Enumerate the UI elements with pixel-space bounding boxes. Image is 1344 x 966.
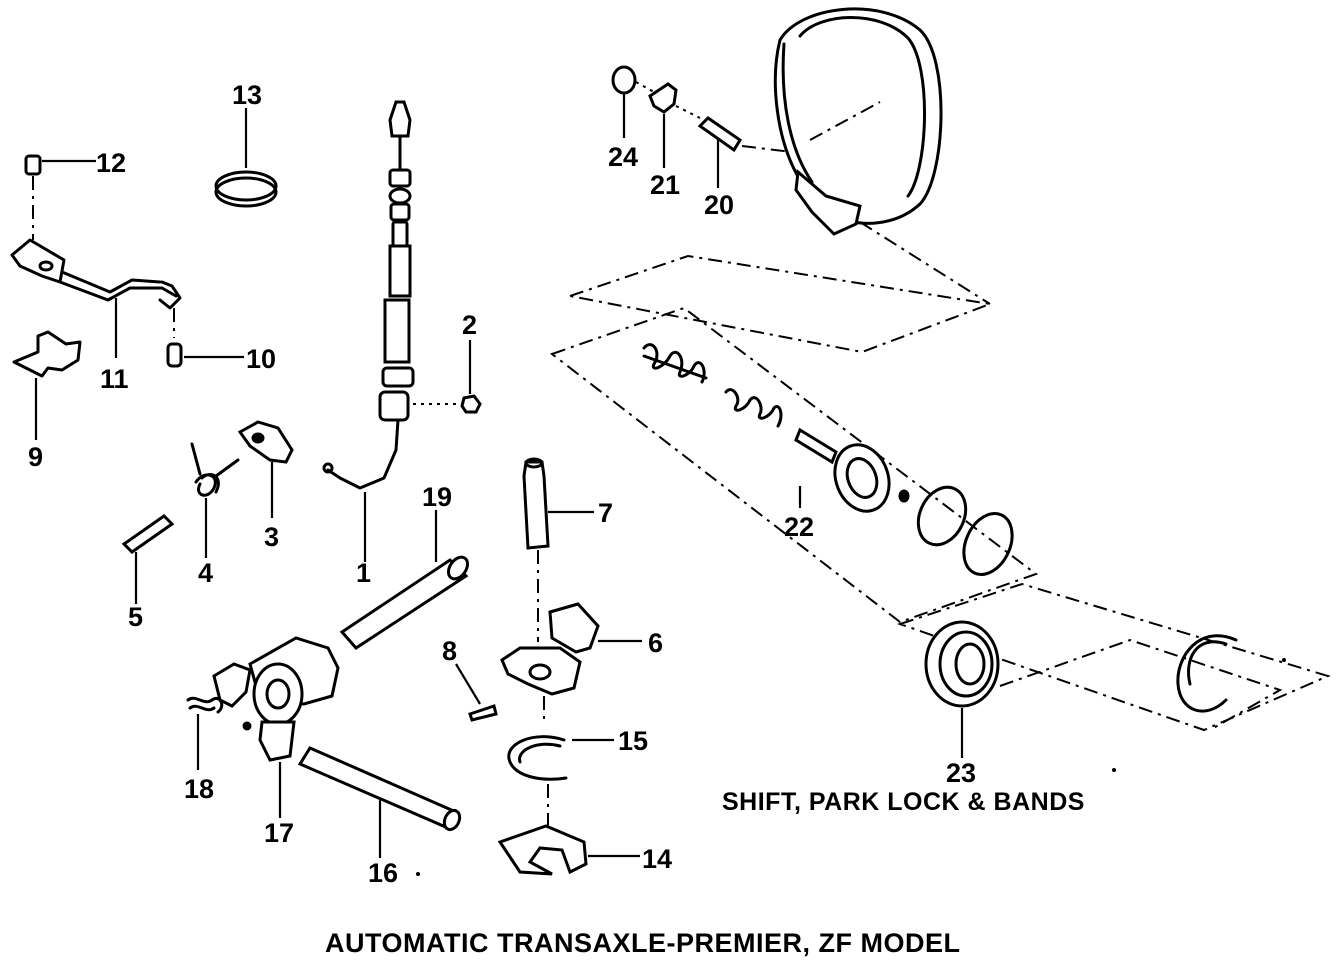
part-14-clip bbox=[497, 824, 640, 876]
part-17-shift-lever-assembly bbox=[212, 636, 340, 818]
part-22-servo-assembly bbox=[549, 254, 1039, 624]
part-12-cap bbox=[24, 154, 96, 240]
part-19-tube bbox=[339, 510, 470, 650]
diagram-title: AUTOMATIC TRANSAXLE-PREMIER, ZF MODEL bbox=[325, 928, 961, 958]
callout-8: 8 bbox=[442, 636, 457, 666]
callout-6: 6 bbox=[648, 628, 663, 658]
callout-15: 15 bbox=[618, 726, 648, 756]
part-11-bracket bbox=[10, 238, 182, 358]
part-18-spring bbox=[186, 696, 224, 770]
part-13-ring bbox=[214, 108, 278, 208]
callout-13: 13 bbox=[232, 80, 262, 110]
callout-labels: 12 13 11 10 9 2 3 4 5 1 19 7 6 8 15 14 1… bbox=[28, 80, 976, 888]
part-3-detent-lever bbox=[237, 420, 294, 518]
callout-19: 19 bbox=[422, 482, 452, 512]
callout-22: 22 bbox=[784, 512, 814, 542]
callout-1: 1 bbox=[356, 558, 371, 588]
part-4-spring bbox=[190, 442, 240, 558]
part-9-clip bbox=[12, 330, 82, 440]
callout-14: 14 bbox=[642, 844, 672, 874]
part-24-cap bbox=[611, 65, 655, 138]
callout-5: 5 bbox=[128, 602, 143, 632]
callout-4: 4 bbox=[198, 558, 213, 588]
callout-16: 16 bbox=[368, 858, 398, 888]
callout-2: 2 bbox=[462, 310, 477, 340]
part-21-strut bbox=[648, 82, 701, 168]
callout-18: 18 bbox=[184, 774, 214, 804]
section-title: SHIFT, PARK LOCK & BANDS bbox=[722, 788, 1085, 816]
brake-band bbox=[773, 7, 991, 305]
callout-24: 24 bbox=[608, 142, 638, 172]
callout-21: 21 bbox=[650, 170, 680, 200]
callout-23: 23 bbox=[946, 758, 976, 788]
callout-12: 12 bbox=[96, 148, 126, 178]
callout-7: 7 bbox=[598, 498, 613, 528]
callout-11: 11 bbox=[100, 364, 129, 394]
part-10-pin bbox=[166, 342, 244, 368]
part-2-nut bbox=[460, 340, 482, 414]
part-6-park-lever bbox=[500, 602, 642, 724]
part-1-shift-cable bbox=[322, 100, 466, 562]
part-16-tube bbox=[297, 746, 462, 876]
callout-10: 10 bbox=[246, 344, 276, 374]
part-5-pin bbox=[121, 514, 175, 604]
callout-9: 9 bbox=[28, 442, 43, 472]
part-7-sleeve bbox=[522, 457, 594, 642]
part-20-pin bbox=[697, 116, 793, 188]
part-23-piston bbox=[896, 582, 1331, 772]
callout-17: 17 bbox=[264, 818, 294, 848]
part-8-pin bbox=[455, 663, 498, 722]
callout-3: 3 bbox=[264, 522, 279, 552]
callout-20: 20 bbox=[704, 190, 734, 220]
part-15-snap-ring bbox=[507, 735, 614, 826]
